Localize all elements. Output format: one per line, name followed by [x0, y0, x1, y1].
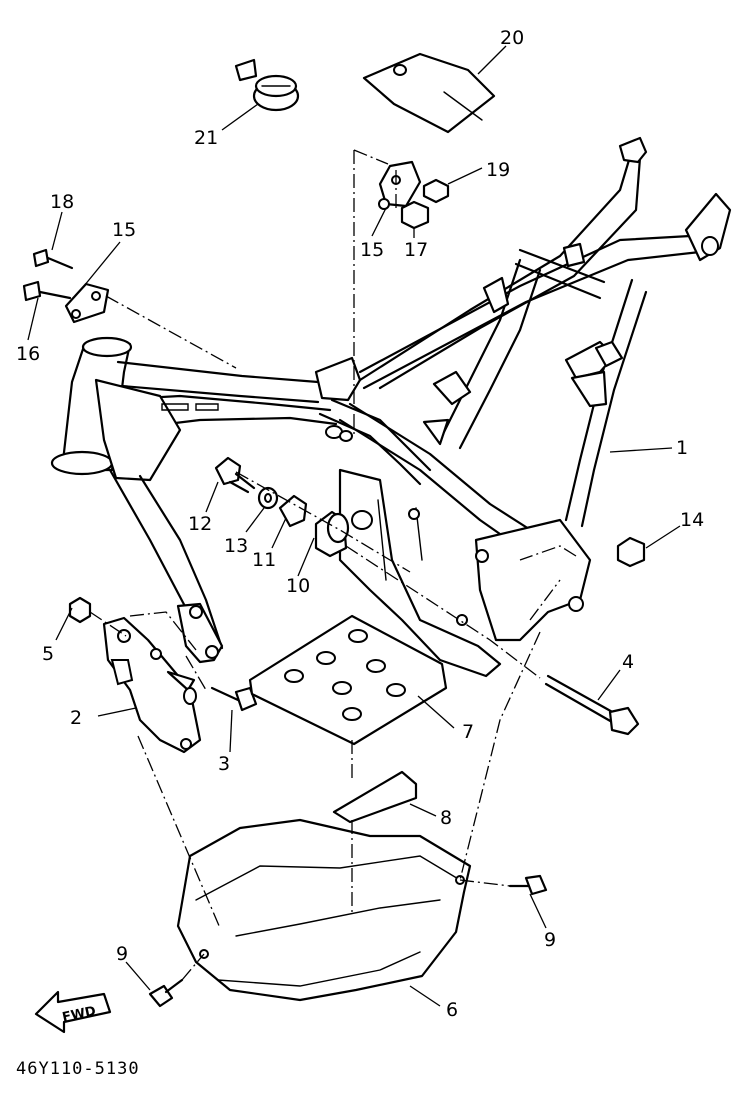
callout-14: 14 [680, 509, 704, 531]
part-17-nut [400, 200, 430, 230]
part-6-skid-plate [176, 818, 472, 1002]
callout-9-right: 9 [544, 929, 556, 951]
part-14-nut [616, 536, 646, 568]
fwd-label: FWD [61, 1004, 98, 1026]
callout-13: 13 [224, 535, 248, 557]
callout-17: 17 [404, 239, 428, 261]
part-21-cap [234, 58, 300, 112]
callout-10: 10 [286, 575, 310, 597]
fwd-arrow-icon: FWD [34, 990, 112, 1034]
callouts: 1 2 3 4 5 6 7 8 9 9 10 11 12 13 14 15 15… [16, 27, 704, 1021]
callout-5: 5 [42, 643, 54, 665]
part-19-nut [422, 178, 450, 204]
callout-11: 11 [252, 549, 276, 571]
assembly-guide-lines [89, 149, 577, 981]
leader-lines [27, 45, 681, 1007]
callout-3: 3 [218, 753, 230, 775]
callout-6: 6 [446, 999, 458, 1021]
callout-7: 7 [462, 721, 474, 743]
part-16-bolt [22, 280, 72, 302]
part-2-engine-bracket [102, 616, 202, 754]
main-frame [50, 136, 732, 678]
part-20-pad [362, 52, 496, 134]
part-5-nut [68, 596, 92, 624]
callout-2: 2 [70, 707, 82, 729]
callout-12: 12 [188, 513, 212, 535]
callout-16: 16 [16, 343, 40, 365]
callout-15-upper: 15 [360, 239, 384, 261]
part-18-bolt [32, 248, 74, 270]
callout-8: 8 [440, 807, 452, 829]
part-11-collar [278, 494, 308, 528]
part-7-plate [248, 614, 448, 746]
part-15-bracket-upper [378, 160, 422, 208]
callout-1: 1 [676, 437, 688, 459]
callout-19: 19 [486, 159, 510, 181]
part-10-bushing [314, 510, 350, 558]
callout-4: 4 [622, 651, 634, 673]
callout-20: 20 [500, 27, 524, 49]
callout-21: 21 [194, 127, 218, 149]
part-3-bolt [210, 686, 258, 712]
part-9-bolt-right [508, 874, 548, 896]
drawing-code: 46Y110-5130 [16, 1059, 140, 1079]
callout-9-left: 9 [116, 943, 128, 965]
part-4-bolt [544, 674, 640, 736]
callout-18: 18 [50, 191, 74, 213]
part-9-bolt-left [148, 978, 184, 1008]
callout-15-left: 15 [112, 219, 136, 241]
part-12-bolt [214, 456, 256, 494]
part-8-pad [332, 770, 418, 824]
